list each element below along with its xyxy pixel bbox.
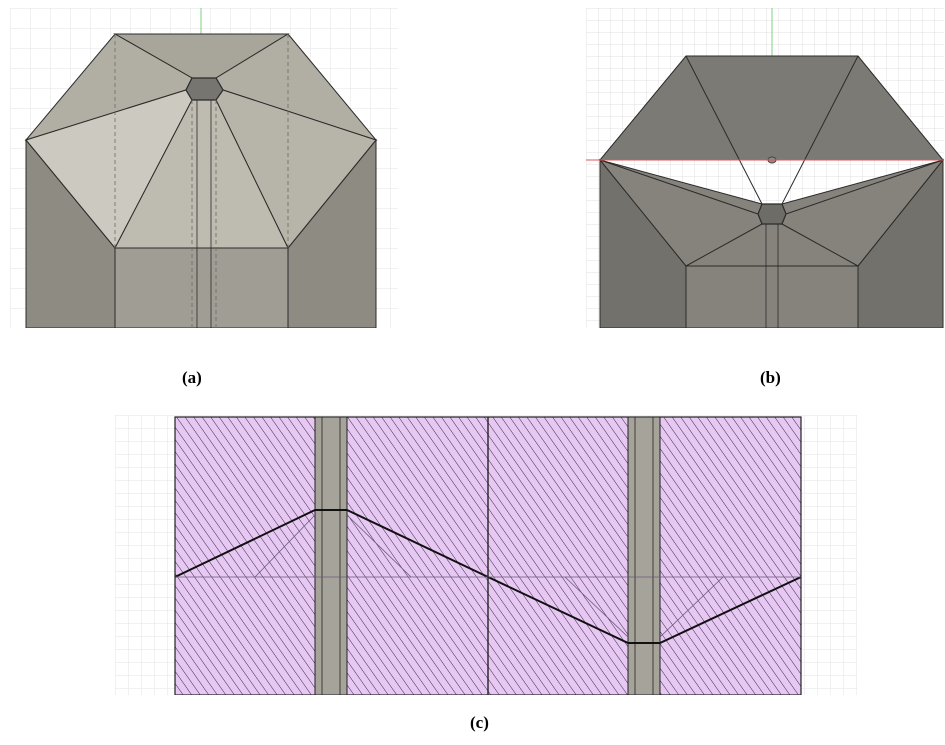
caption-c: (c) — [470, 713, 489, 732]
body-front-face — [685, 265, 859, 328]
channel-lines — [196, 100, 212, 328]
panel-b-3d-view — [586, 8, 944, 328]
panel-c-section-view — [115, 415, 857, 695]
roof-ridges — [599, 55, 944, 267]
caption-b: (b) — [760, 368, 781, 387]
panel-a-3d-view — [10, 8, 398, 328]
center-hexagon — [185, 77, 224, 101]
channel-lines — [765, 224, 779, 328]
construction-lines — [175, 514, 801, 638]
channel-left — [314, 416, 348, 695]
hidden-edges — [114, 34, 289, 328]
channel-right — [627, 416, 661, 695]
center-hexagon — [757, 203, 787, 225]
caption-a: (a) — [182, 368, 202, 387]
body-front-face — [114, 247, 289, 328]
